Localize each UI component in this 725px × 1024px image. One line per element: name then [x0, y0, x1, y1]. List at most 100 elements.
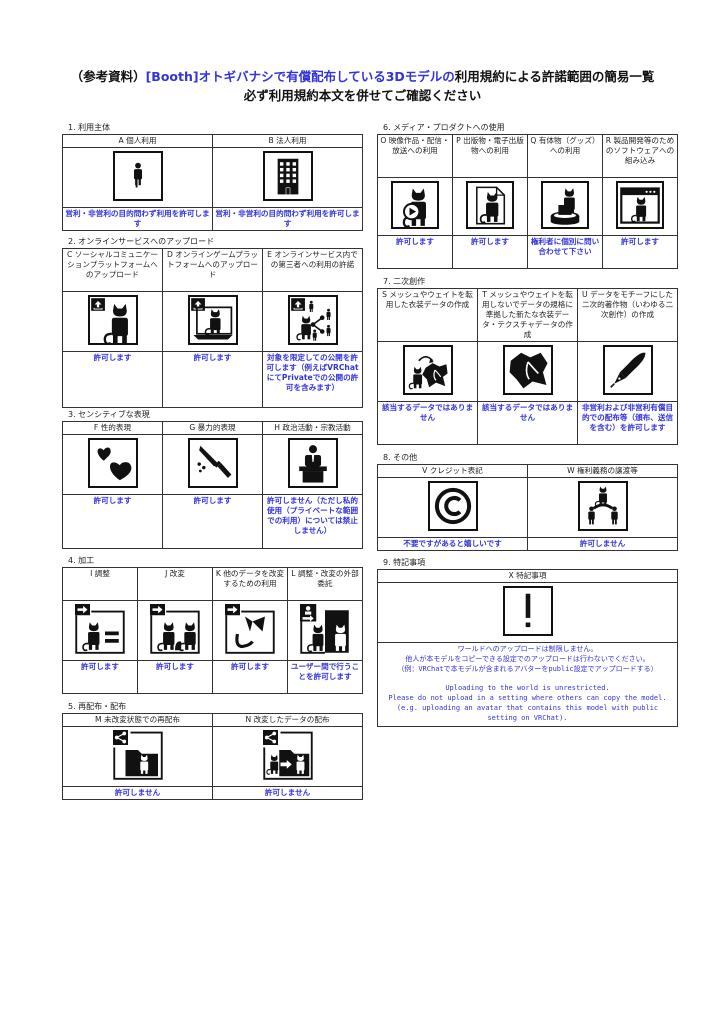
- item-l-head: L 調整・改変の外部委託: [287, 567, 363, 601]
- item-j-result: 許可します: [137, 660, 213, 694]
- copyright-icon: [427, 481, 478, 531]
- upload-share-people-icon: [287, 295, 338, 345]
- item-a-result: 営利・非営利の目的問わず利用を許可します: [62, 207, 213, 231]
- item-q-head: Q 有体物（グッズ）への利用: [527, 134, 603, 178]
- note-en-3: (e.g. uploading an avatar that contains …: [396, 704, 659, 722]
- section-special-notes: 9. 特記事項 X 特記事項 ワールドへのアップロードは制限しません。 他人が本…: [377, 557, 678, 727]
- page-title: （参考資料）[Booth]オトギバナシで有償配布している3Dモデルの利用規約によ…: [0, 67, 725, 105]
- item-r-result: 許可します: [602, 235, 678, 269]
- item-n-head: N 改変したデータの配布: [212, 713, 363, 727]
- share-folder-modified-icon: [262, 730, 313, 780]
- section-media-product: 6. メディア・プロダクトへの使用 O 映像作品・配信・放送への利用 P 出版物…: [377, 122, 678, 269]
- transfer-people-icon: [577, 481, 628, 531]
- section-label: 5. 再配布・配布: [68, 702, 127, 711]
- item-x-head: X 特記事項: [377, 569, 678, 583]
- exclamation-icon: [502, 586, 553, 636]
- item-v-head: V クレジット表記: [377, 464, 528, 478]
- item-k-result: 許可します: [212, 660, 288, 694]
- item-e-result: 対象を限定しての公開を許可します（例えばVRChatにてPrivateでの公開の…: [262, 351, 363, 408]
- permission-table: M 未改変状態での再配布 N 改変したデータの配布 許可しません 許可しません: [62, 713, 363, 800]
- section-label: 1. 利用主体: [68, 123, 111, 132]
- item-s-result: 該当するデータではありません: [377, 401, 478, 445]
- item-d-head: D オンラインゲームプラットフォームへのアップロード: [162, 248, 263, 292]
- item-h-head: H 政治活動・宗教活動: [262, 421, 363, 435]
- item-i-head: I 調整: [62, 567, 138, 601]
- section-label: 4. 加工: [68, 556, 95, 565]
- cat-figure-icon: [541, 181, 589, 229]
- section-label: 2. オンラインサービスへのアップロード: [68, 237, 215, 246]
- item-p-result: 許可します: [452, 235, 528, 269]
- cat-document-icon: [466, 181, 514, 229]
- item-r-head: R 製品開発等のためのソフトウェアへの組み込み: [602, 134, 678, 178]
- cat-to-clothes-icon: [402, 345, 453, 395]
- item-c-head: C ソーシャルコミュニケーションプラットフォームへのアップロード: [62, 248, 163, 292]
- item-t-result: 該当するデータではありません: [477, 401, 578, 445]
- item-q-result: 権利者に個別に問い合わせて下さい: [527, 235, 603, 269]
- item-d-result: 許可します: [162, 351, 263, 408]
- section-label: 7. 二次創作: [383, 277, 426, 286]
- person-icon: [112, 151, 163, 201]
- section-modification: 4. 加工 I 調整 J 改変 K 他のデータを改変するための利用 L 調整・改…: [62, 555, 363, 694]
- item-t-head: T メッシュやウェイトを転用しないでデータの規格に準拠した新たな衣装データ・テク…: [477, 288, 578, 342]
- note-jp-3: （例：VRChatで本モデルが含まれるアバターをpublic設定でアップロードす…: [397, 665, 658, 673]
- subtitle: 必ず利用規約本文を併せてご確認ください: [243, 88, 482, 103]
- title-suffix: 利用規約による許諾範囲の簡易一覧: [454, 69, 655, 84]
- item-w-head: W 権利義務の譲渡等: [527, 464, 678, 478]
- item-s-head: S メッシュやウェイトを転用した衣装データの作成: [377, 288, 478, 342]
- item-m-head: M 未改変状態での再配布: [62, 713, 213, 727]
- item-g-result: 許可します: [162, 494, 263, 549]
- item-o-result: 許可します: [377, 235, 453, 269]
- item-p-head: P 出版物・電子出版物への利用: [452, 134, 528, 178]
- permission-table: C ソーシャルコミュニケーションプラットフォームへのアップロード D オンライン…: [62, 248, 363, 408]
- title-product: [Booth]オトギバナシで有償配布している3Dモデルの: [145, 69, 455, 84]
- title-prefix: （参考資料）: [70, 69, 146, 84]
- item-l-result: ユーザー間で行うことを許可します: [287, 660, 363, 694]
- permission-table: I 調整 J 改変 K 他のデータを改変するための利用 L 調整・改変の外部委託…: [62, 567, 363, 694]
- section-redistribution: 5. 再配布・配布 M 未改変状態での再配布 N 改変したデータの配布 許可しま…: [62, 701, 363, 800]
- item-h-result: 許可しません（ただし私的使用（プライベートな範囲での利用）については禁止しません…: [262, 494, 363, 549]
- section-online-upload: 2. オンラインサービスへのアップロード C ソーシャルコミュニケーションプラッ…: [62, 236, 363, 408]
- item-b-head: B 法人利用: [212, 134, 363, 148]
- cat-video-icon: [391, 181, 439, 229]
- upload-cat-monitor-icon: [187, 295, 238, 345]
- knife-icon: [187, 438, 238, 488]
- item-c-result: 許可します: [62, 351, 163, 408]
- section-label: 8. その他: [383, 453, 418, 462]
- cat-outsource-icon: [300, 604, 350, 654]
- item-v-result: 不要ですがあると嬉しいです: [377, 537, 528, 551]
- pen-nib-icon: [602, 345, 653, 395]
- clothes-icon: [502, 345, 553, 395]
- section-other: 8. その他 V クレジット表記 W 権利義務の譲渡等 不要ですがあると嬉しいで…: [377, 452, 678, 551]
- item-g-head: G 暴力的表現: [162, 421, 263, 435]
- building-icon: [262, 151, 313, 201]
- section-label: 6. メディア・プロダクトへの使用: [383, 123, 505, 132]
- cat-modified-icon: [150, 604, 200, 654]
- item-o-head: O 映像作品・配信・放送への利用: [377, 134, 453, 178]
- section-label: 3. センシティブな表現: [68, 410, 150, 419]
- item-w-result: 許可しません: [527, 537, 678, 551]
- item-u-result: 非営利および非営利有償目的での配布等（頒布、送信を含む）を許可します: [577, 401, 678, 445]
- item-f-head: F 性的表現: [62, 421, 163, 435]
- section-derivative-works: 7. 二次創作 S メッシュやウェイトを転用した衣装データの作成 T メッシュや…: [377, 276, 678, 445]
- item-j-head: J 改変: [137, 567, 213, 601]
- item-m-result: 許可しません: [62, 786, 213, 800]
- note-en-2: Please do not upload in a setting where …: [388, 694, 667, 702]
- section-sensitive-expression: 3. センシティブな表現 F 性的表現 G 暴力的表現 H 政治活動・宗教活動 …: [62, 409, 363, 549]
- item-a-head: A 個人利用: [62, 134, 213, 148]
- item-i-result: 許可します: [62, 660, 138, 694]
- notes-table: X 特記事項 ワールドへのアップロードは制限しません。 他人が本モデルをコピーで…: [377, 569, 678, 727]
- podium-speaker-icon: [287, 438, 338, 488]
- item-n-result: 許可しません: [212, 786, 363, 800]
- title-line: （参考資料）[Booth]オトギバナシで有償配布している3Dモデルの利用規約によ…: [0, 67, 725, 86]
- upload-cat-icon: [87, 295, 138, 345]
- note-jp-2: 他人が本モデルをコピーできる設定でのアップロードは行わないでください。: [405, 655, 650, 663]
- cat-parts-icon: [225, 604, 275, 654]
- note-jp-1: ワールドへのアップロードは制限しません。: [457, 645, 598, 653]
- item-u-head: U データをモチーフにした二次的著作物（いわゆる二次創作）の作成: [577, 288, 678, 342]
- item-k-head: K 他のデータを改変するための利用: [212, 567, 288, 601]
- hearts-icon: [87, 438, 138, 488]
- share-folder-icon: [112, 730, 163, 780]
- section-usage-subject: 1. 利用主体 A 個人利用 B 法人利用 営利・非営利の目的問わず利用を許可し…: [62, 122, 363, 231]
- permission-table: F 性的表現 G 暴力的表現 H 政治活動・宗教活動 許可します 許可します 許…: [62, 421, 363, 549]
- item-f-result: 許可します: [62, 494, 163, 549]
